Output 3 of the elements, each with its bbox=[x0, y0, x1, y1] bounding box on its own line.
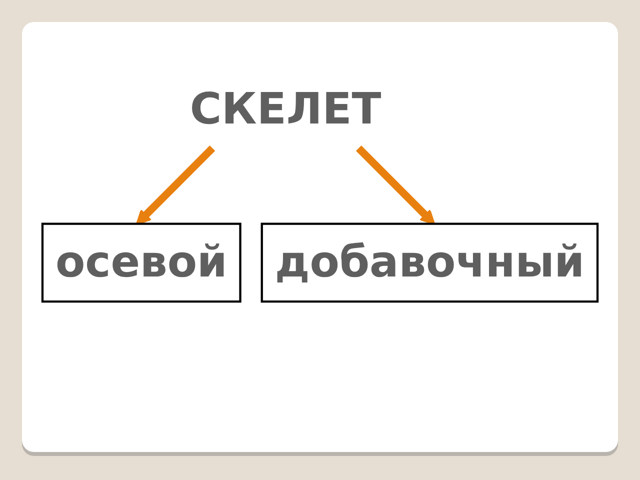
node-box: осевой bbox=[41, 222, 242, 303]
node-text: СКЕЛЕТ bbox=[190, 84, 382, 134]
node-box: добавочный bbox=[260, 222, 599, 303]
